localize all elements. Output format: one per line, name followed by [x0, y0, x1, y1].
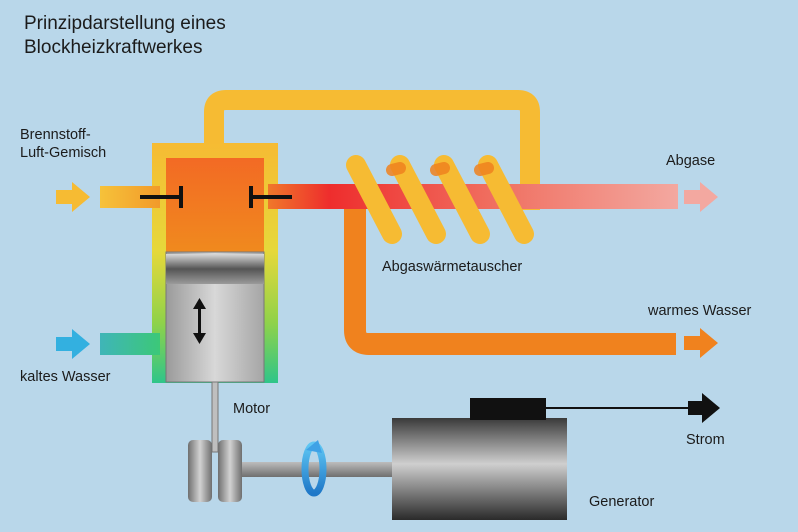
fuel-mixture-label: Brennstoff- Luft-Gemisch	[20, 126, 106, 162]
diagram-title: Prinzipdarstellung eines Blockheizkraftw…	[24, 12, 226, 60]
cold-water-inlet-pipe	[100, 333, 160, 355]
generator-label: Generator	[589, 494, 655, 510]
title-line-2: Blockheizkraftwerkes	[24, 37, 203, 58]
warm-water-pipe	[344, 200, 676, 355]
exhaust-valve	[249, 186, 292, 208]
flywheel-right	[218, 440, 242, 502]
heat-exchanger-coil-back	[386, 162, 494, 176]
engine-label: Motor	[233, 401, 271, 417]
fuel-mixture-label-line-2: Luft-Gemisch	[20, 145, 107, 161]
exhaust-outlet-arrow-icon	[684, 182, 718, 212]
fuel-inlet-arrow-icon	[56, 182, 90, 212]
generator-shaft	[242, 462, 392, 477]
generator-body	[392, 418, 567, 520]
warm-water-outlet-arrow-icon	[684, 328, 718, 358]
rotation-arrow-icon	[301, 440, 327, 497]
fuel-inlet-pipe	[100, 186, 160, 208]
intake-valve	[140, 186, 183, 208]
flywheel-left	[188, 440, 212, 502]
power-output-arrow-icon	[688, 393, 720, 423]
hot-water-loop-pipe	[204, 90, 540, 210]
power-label: Strom	[686, 432, 725, 448]
heat-exchanger-coils	[346, 155, 534, 244]
warm-water-label: warmes Wasser	[648, 303, 752, 319]
connecting-rod	[211, 381, 219, 453]
exhaust-label: Abgase	[666, 153, 716, 169]
heat-exchanger-label: Abgaswärmetauscher	[382, 259, 523, 275]
piston-motion-arrow	[193, 298, 206, 344]
piston	[166, 254, 264, 284]
generator-terminal-box	[470, 398, 546, 420]
cold-water-label: kaltes Wasser	[20, 369, 111, 385]
cold-water-inlet-arrow-icon	[56, 329, 90, 359]
title-line-1: Prinzipdarstellung eines	[24, 13, 226, 34]
fuel-mixture-label-line-1: Brennstoff-	[20, 127, 91, 143]
